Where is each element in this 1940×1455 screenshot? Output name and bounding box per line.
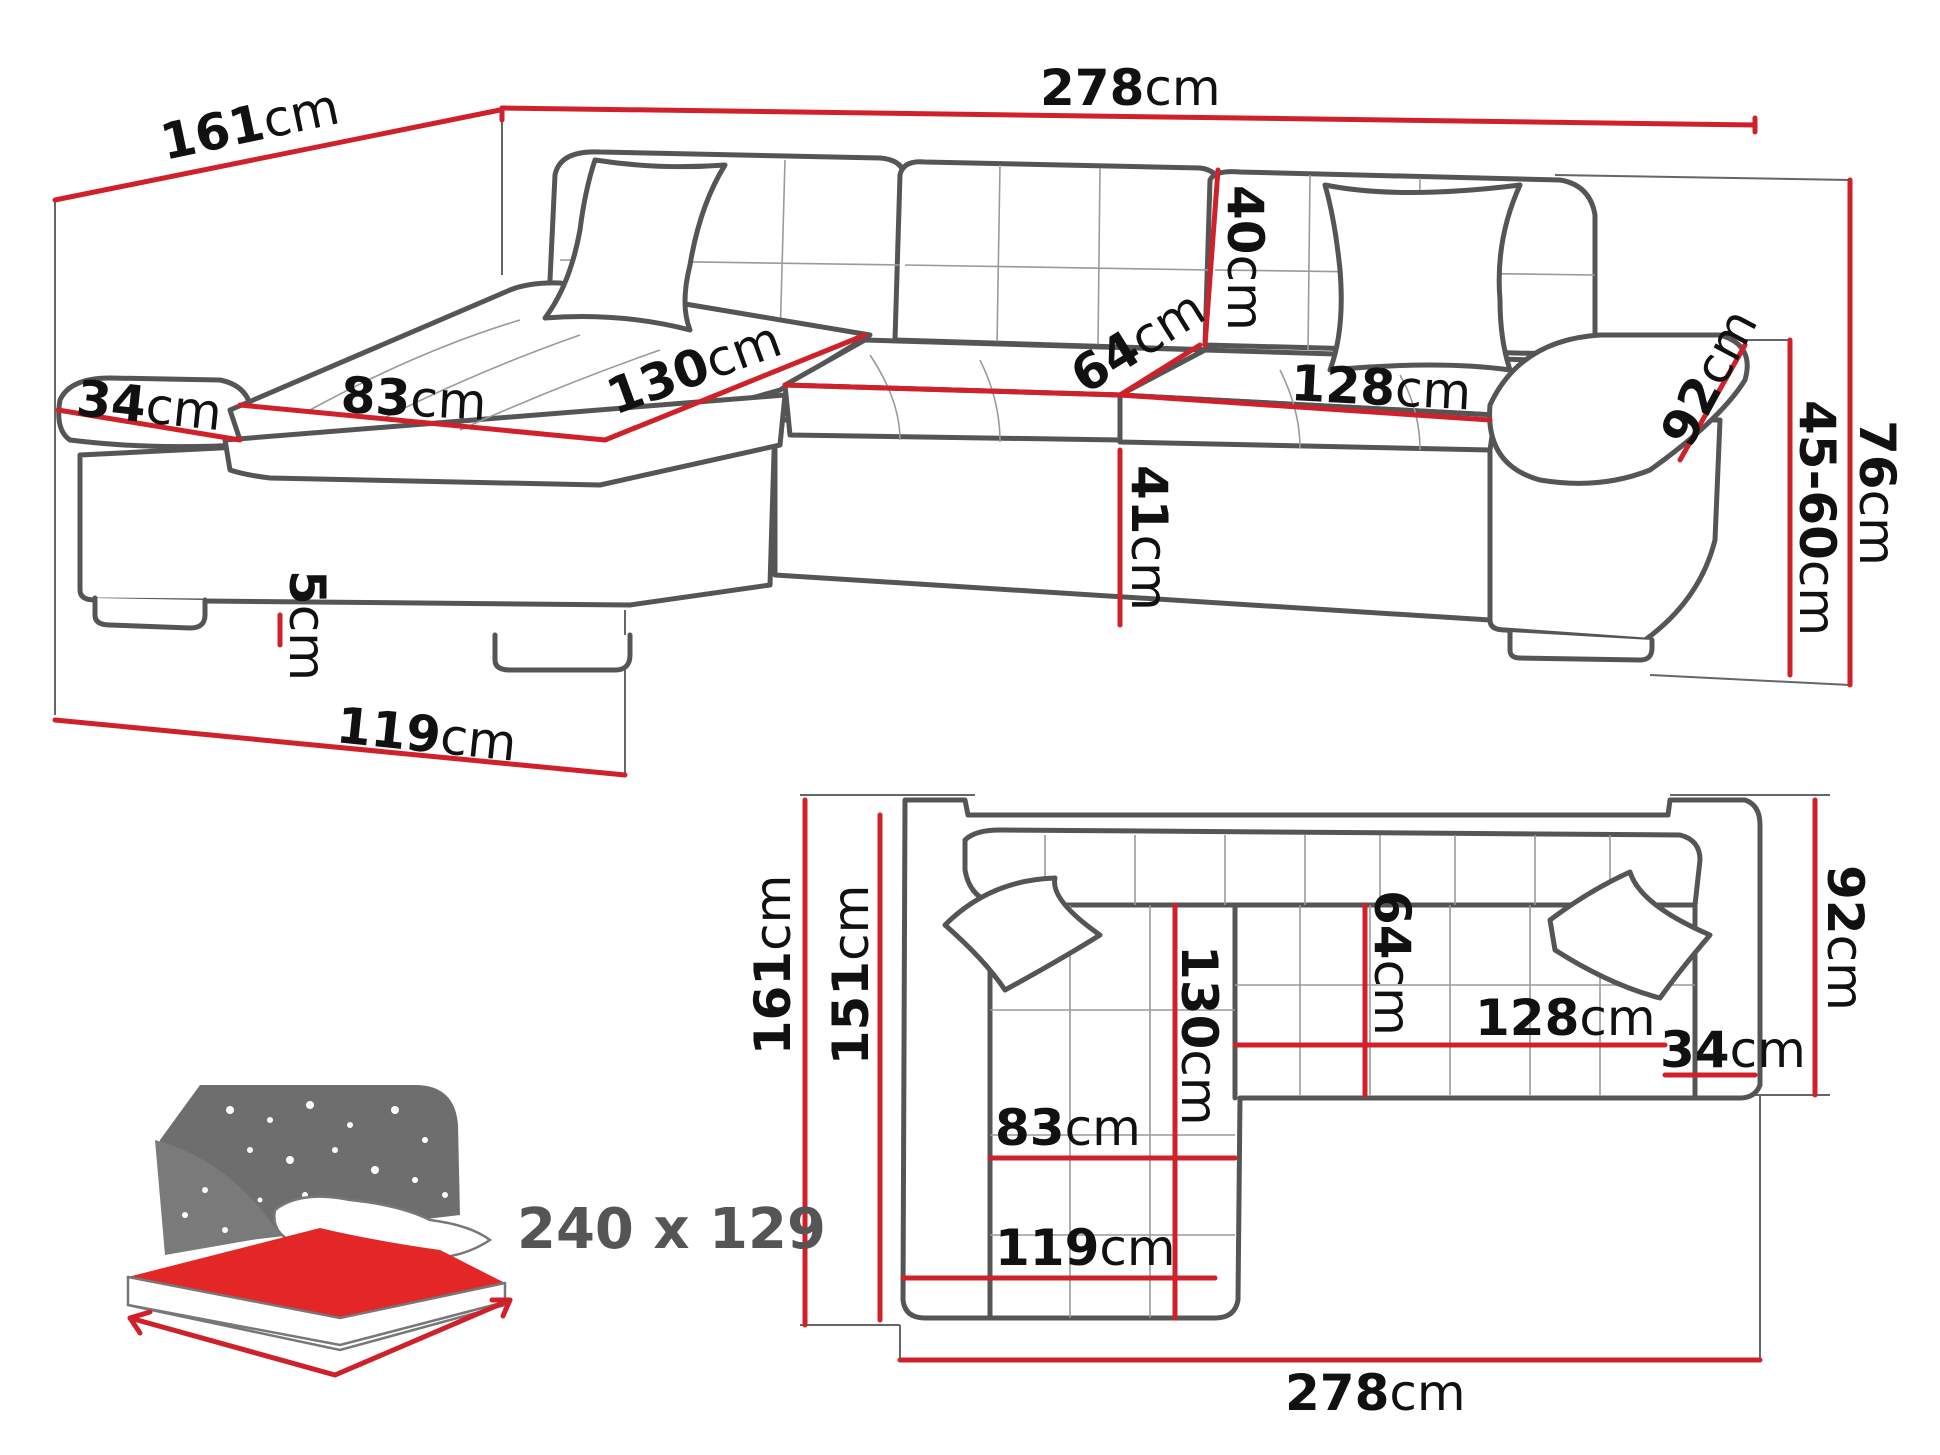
label-right-seat-width: 128cm: [1289, 354, 1472, 421]
label-chaise-armrest-width: 34cm: [74, 369, 225, 442]
label-top-overall-width: 278cm: [1285, 1364, 1466, 1422]
label-leg-height: 5cm: [278, 570, 336, 681]
dim-line-right-seat-width: [1117, 392, 1493, 423]
dim-line-middle-depth: [1117, 342, 1203, 398]
dim-line-middle-seat: [782, 382, 1123, 398]
perspective-sofa-drawing: 278cm 161cm 119cm 34cm 83cm 130cm 64cm 4…: [52, 59, 1906, 778]
label-top-chaise-front: 119cm: [995, 1219, 1176, 1277]
label-top-seat-width: 128cm: [1475, 989, 1656, 1047]
label-chaise-front-width: 119cm: [334, 696, 520, 773]
label-backrest-height: 40cm: [1216, 185, 1274, 331]
label-top-chaise-seat-width: 83cm: [995, 1099, 1141, 1157]
dim-line-right-armrest-depth: [1677, 342, 1748, 463]
label-overall-width: 278cm: [1040, 59, 1221, 117]
dim-line-overall-depth: [52, 107, 503, 203]
label-armrest-height-range: 45-60cm: [1788, 400, 1846, 636]
dim-line-backrest-height: [1202, 167, 1221, 348]
label-top-overall-depth: 161cm: [744, 875, 802, 1056]
label-overall-height: 76cm: [1848, 420, 1906, 566]
dim-line-chaise-seat-depth: [602, 332, 868, 443]
dim-line-chaise-armrest: [55, 407, 243, 443]
label-top-chaise-inner: 151cm: [822, 885, 880, 1066]
label-overall-depth: 161cm: [155, 77, 344, 171]
label-top-side-depth: 92cm: [1816, 865, 1874, 1011]
bed-with-starry-backdrop-icon: 240 x 129: [126, 1085, 826, 1378]
label-top-armrest-width: 34cm: [1660, 1021, 1806, 1079]
label-top-seat-depth: 64cm: [1363, 890, 1421, 1036]
dim-line-chaise-seat-width: [237, 402, 608, 443]
label-seat-height: 41cm: [1120, 465, 1178, 611]
label-chaise-seat-width: 83cm: [339, 366, 488, 432]
top-view-sofa-drawing: 161cm 151cm 130cm 83cm 119cm 64cm 128cm …: [744, 794, 1874, 1422]
dim-line-overall-width: [499, 105, 1758, 128]
dim-line-chaise-front: [52, 717, 628, 778]
label-sleeping-area: 240 x 129: [517, 1197, 826, 1262]
label-top-chaise-seat-depth: 130cm: [1170, 945, 1228, 1126]
